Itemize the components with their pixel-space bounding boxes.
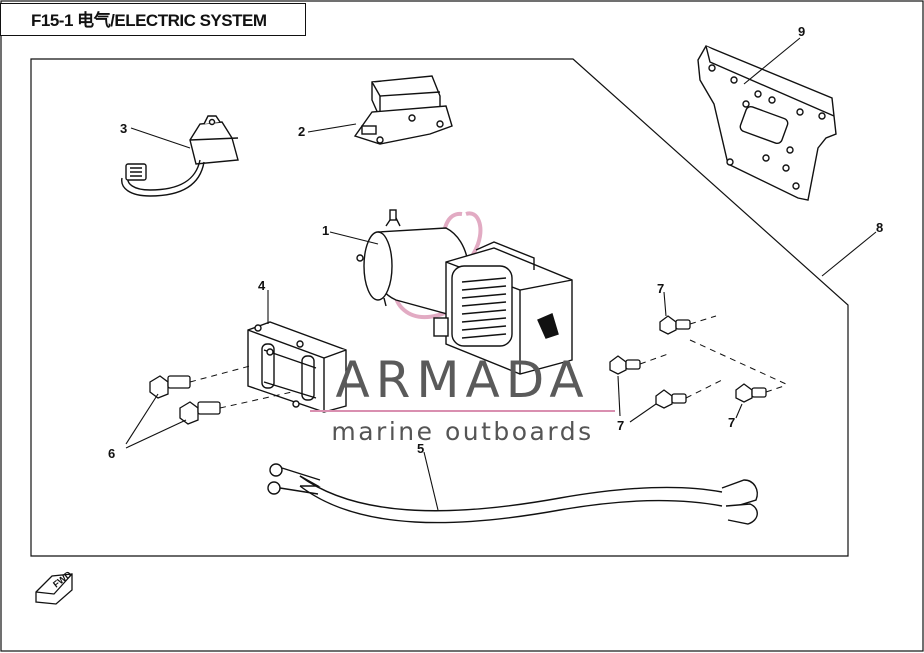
brand-name: ARMADA: [335, 351, 590, 409]
callout-7-right: 7: [728, 415, 736, 430]
alignment-lines: [189, 315, 787, 409]
connector-part: [121, 115, 239, 197]
brand-subtitle: marine outboards: [331, 417, 594, 446]
callout-6: 6: [108, 446, 116, 461]
fwd-arrow-icon: [35, 573, 73, 605]
winch-part: [356, 209, 573, 375]
fairlead-bolts-part: [149, 375, 221, 425]
callout-1: 1: [322, 223, 330, 238]
mounting-plate-part: [697, 45, 837, 201]
callout-2: 2: [298, 124, 306, 139]
brand-watermark: ARMADA marine outboards: [310, 352, 615, 446]
roller-fairlead-part: [247, 321, 347, 413]
callout-8: 8: [876, 220, 884, 235]
relay-part: [353, 75, 453, 145]
page-title: F15-1 电气/ELECTRIC SYSTEM: [0, 3, 306, 36]
brand-divider: [310, 410, 615, 412]
leader-lines: [125, 37, 877, 511]
winch-bolts-part: [609, 315, 767, 409]
callout-7-top: 7: [657, 281, 665, 296]
callout-5: 5: [417, 441, 425, 456]
callout-4: 4: [258, 278, 266, 293]
callout-7-middle: 7: [617, 418, 625, 433]
callout-9: 9: [798, 24, 806, 39]
assembly-boundary: [30, 58, 849, 557]
battery-cable-part: [267, 463, 758, 525]
callout-3: 3: [120, 121, 128, 136]
